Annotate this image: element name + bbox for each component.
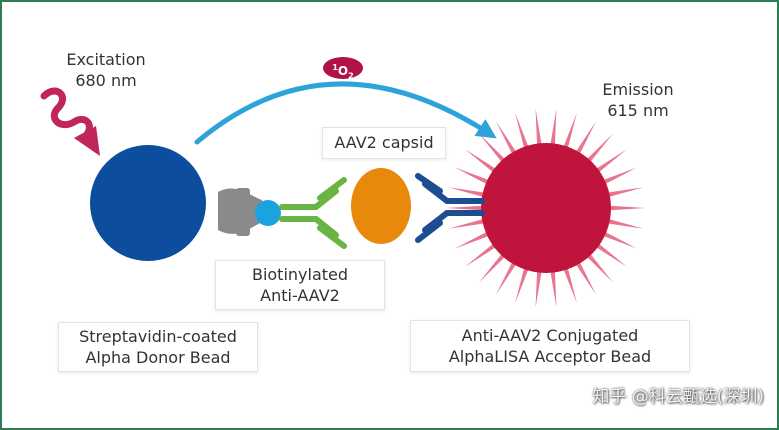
emission-ray (561, 262, 577, 304)
emission-ray (597, 229, 638, 249)
emission-ray (448, 217, 490, 229)
singlet-oxygen-badge: 1O2 (323, 57, 363, 80)
acceptor-emission-rays (446, 108, 646, 308)
emission-ray (602, 187, 644, 199)
emission-ray (572, 121, 596, 160)
anti-aav2-antibody (415, 173, 485, 243)
emission-ray (591, 239, 627, 267)
emission-ray (549, 265, 557, 308)
donor-bead (90, 145, 206, 261)
emission-ray (603, 205, 646, 211)
emission-ray (496, 256, 520, 295)
emission-ray (515, 112, 531, 154)
emission-ray (572, 256, 596, 295)
emission-ray (602, 217, 644, 229)
emission-label: Emission 615 nm (602, 80, 674, 120)
emission-ray (454, 229, 495, 249)
biotinylated-antibody (279, 177, 347, 249)
excitation-label: Excitation 680 nm (66, 50, 146, 90)
emission-ray (448, 187, 490, 199)
aav2-capsid (351, 168, 411, 244)
emission-ray (446, 205, 489, 211)
emission-ray (496, 121, 520, 160)
emission-ray (582, 133, 613, 167)
biotin (255, 200, 281, 226)
emission-ray (597, 167, 638, 187)
acceptor-bead-label: Anti-AAV2 Conjugated AlphaLISA Acceptor … (410, 320, 690, 372)
emission-ray (465, 149, 501, 177)
emission-ray (549, 108, 557, 151)
emission-ray (479, 249, 510, 283)
emission-ray (561, 112, 577, 154)
biotinylated-antibody-label: Biotinylated Anti-AAV2 (215, 260, 385, 310)
donor-bead-label: Streptavidin-coated Alpha Donor Bead (58, 322, 258, 372)
emission-ray (465, 239, 501, 267)
emission-ray (479, 133, 510, 167)
emission-ray (535, 265, 543, 308)
emission-ray (454, 167, 495, 187)
emission-ray (582, 249, 613, 283)
emission-ray (535, 108, 543, 151)
streptavidin (218, 188, 262, 234)
capsid-label: AAV2 capsid (322, 127, 446, 159)
emission-ray (515, 262, 531, 304)
wavy-arrow-icon (40, 87, 100, 156)
transfer-arrow-icon (194, 81, 497, 145)
watermark: 知乎 @科云甄选(深圳) (592, 387, 764, 407)
emission-ray (591, 149, 627, 177)
acceptor-bead (481, 143, 611, 273)
